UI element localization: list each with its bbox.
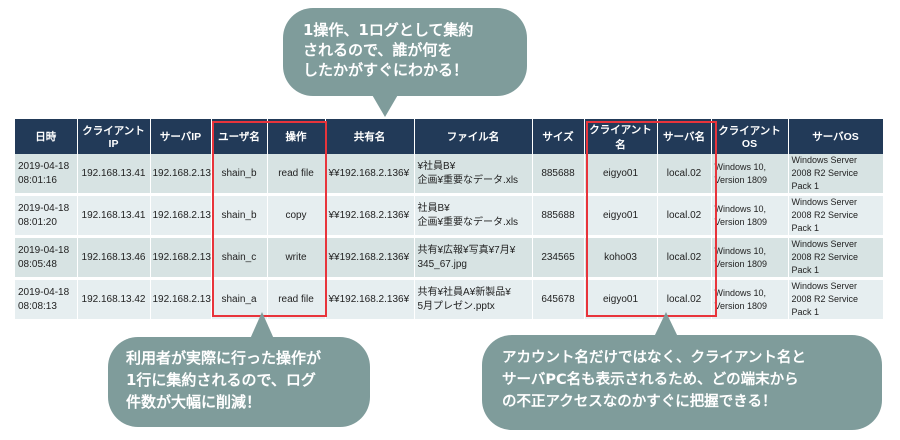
callout-text: 利用者が実際に行った操作が 1行に集約されるので、ログ 件数が大幅に削減！ — [126, 349, 322, 411]
cell-client-name: eigyo01 — [584, 278, 658, 322]
callout-who-did-what: 1操作、1ログとして集約 されるので、誰が何を したかがすぐにわかる！ — [283, 8, 527, 96]
cell-user-name: shain_b — [211, 154, 268, 196]
cell-server-os: Windows Server 2008 R2 Service Pack 1 — [788, 154, 884, 196]
cell-user-name: shain_c — [211, 236, 268, 280]
cell-size: 885688 — [532, 194, 585, 238]
cell-share-name: ¥¥192.168.2.136¥ — [325, 278, 415, 322]
callout-pointer — [654, 312, 678, 337]
cell-client-os: Windows 10, Version 1809 — [711, 154, 789, 196]
column-header-user-name[interactable]: ユーザ名 — [211, 119, 268, 154]
cell-datetime: 2019-04-18 08:08:13 — [15, 278, 78, 322]
column-header-size[interactable]: サイズ — [532, 119, 585, 154]
column-header-operation[interactable]: 操作 — [267, 119, 326, 154]
column-header-server-ip[interactable]: サーバIP — [150, 119, 212, 154]
callout-log-reduction: 利用者が実際に行った操作が 1行に集約されるので、ログ 件数が大幅に削減！ — [108, 337, 370, 427]
callout-pointer — [250, 312, 274, 339]
column-header-share-name[interactable]: 共有名 — [325, 119, 415, 154]
column-header-file-name[interactable]: ファイル名 — [414, 119, 533, 154]
cell-client-os: Windows 10, Version 1809 — [711, 278, 789, 322]
cell-server-name: local.02 — [657, 194, 712, 238]
cell-client-name: eigyo01 — [584, 194, 658, 238]
highlight-user-operation-columns — [212, 121, 327, 317]
cell-operation: write — [267, 236, 326, 280]
column-header-server-name[interactable]: サーバ名 — [657, 119, 712, 154]
cell-file-name: 社員B¥ 企画¥重要なデータ.xls — [414, 194, 533, 238]
cell-server-ip: 192.168.2.136 — [150, 278, 212, 322]
cell-server-ip: 192.168.2.136 — [150, 194, 212, 238]
column-header-client-name[interactable]: クライアント名 — [584, 119, 658, 154]
cell-file-name: 共有¥広報¥写真¥7月¥ 345_67.jpg — [414, 236, 533, 280]
cell-operation: copy — [267, 194, 326, 238]
cell-size: 885688 — [532, 154, 585, 196]
log-table: 日時 クライアントIP サーバIP ユーザ名 操作 共有名 ファイル名 サイズ … — [15, 119, 884, 322]
callout-terminal-identification: アカウント名だけではなく、クライアント名と サーバPC名も表示されるため、どの端… — [482, 335, 882, 430]
cell-server-os: Windows Server 2008 R2 Service Pack 1 — [788, 278, 884, 322]
cell-client-name: koho03 — [584, 236, 658, 280]
cell-share-name: ¥¥192.168.2.136¥ — [325, 236, 415, 280]
cell-client-ip: 192.168.13.46 — [77, 236, 151, 280]
cell-server-ip: 192.168.2.136 — [150, 154, 212, 196]
column-header-server-os[interactable]: サーバOS — [788, 119, 884, 154]
cell-datetime: 2019-04-18 08:01:16 — [15, 154, 78, 196]
cell-file-name: ¥社員B¥ 企画¥重要なデータ.xls — [414, 154, 533, 196]
cell-operation: read file — [267, 278, 326, 322]
cell-share-name: ¥¥192.168.2.136¥ — [325, 154, 415, 196]
column-header-client-os[interactable]: クライアントOS — [711, 119, 789, 154]
cell-server-os: Windows Server 2008 R2 Service Pack 1 — [788, 236, 884, 280]
cell-operation: read file — [267, 154, 326, 196]
cell-server-os: Windows Server 2008 R2 Service Pack 1 — [788, 194, 884, 238]
cell-server-name: local.02 — [657, 236, 712, 280]
callout-pointer — [371, 93, 399, 117]
cell-datetime: 2019-04-18 08:01:20 — [15, 194, 78, 238]
cell-share-name: ¥¥192.168.2.136¥ — [325, 194, 415, 238]
cell-client-os: Windows 10, Version 1809 — [711, 236, 789, 280]
cell-user-name: shain_b — [211, 194, 268, 238]
cell-server-name: local.02 — [657, 154, 712, 196]
highlight-client-server-name-columns — [586, 121, 717, 317]
cell-client-ip: 192.168.13.41 — [77, 154, 151, 196]
table-header-row: 日時 クライアントIP サーバIP ユーザ名 操作 共有名 ファイル名 サイズ … — [15, 119, 884, 154]
callout-text: 1操作、1ログとして集約 されるので、誰が何を したかがすぐにわかる！ — [303, 21, 474, 79]
cell-client-os: Windows 10, Version 1809 — [711, 194, 789, 238]
column-header-client-ip[interactable]: クライアントIP — [77, 119, 151, 154]
cell-client-ip: 192.168.13.41 — [77, 194, 151, 238]
cell-file-name: 共有¥社員A¥新製品¥ 5月プレゼン.pptx — [414, 278, 533, 322]
column-header-datetime[interactable]: 日時 — [15, 119, 78, 154]
cell-datetime: 2019-04-18 08:05:48 — [15, 236, 78, 280]
callout-text: アカウント名だけではなく、クライアント名と サーバPC名も表示されるため、どの端… — [502, 350, 806, 410]
cell-size: 234565 — [532, 236, 585, 280]
cell-client-ip: 192.168.13.42 — [77, 278, 151, 322]
cell-server-ip: 192.168.2.136 — [150, 236, 212, 280]
cell-client-name: eigyo01 — [584, 154, 658, 196]
cell-size: 645678 — [532, 278, 585, 322]
